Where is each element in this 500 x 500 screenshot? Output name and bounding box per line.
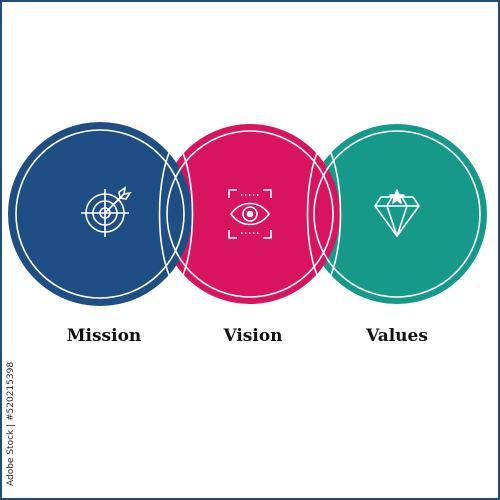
values-label: Values bbox=[365, 326, 428, 346]
vision-values-lens-outline bbox=[306, 138, 342, 290]
stock-id-text: Adobe Stock | #520215398 bbox=[6, 362, 16, 486]
mission-outline bbox=[15, 129, 185, 299]
target-icon bbox=[81, 186, 132, 237]
eye-icon bbox=[228, 189, 272, 239]
values-outline bbox=[313, 130, 481, 298]
values-circle bbox=[307, 124, 487, 304]
vision-label: Vision bbox=[222, 326, 282, 346]
diamond-icon bbox=[374, 189, 420, 237]
vision-outline bbox=[166, 130, 334, 298]
mission-vision-lens-outline bbox=[158, 138, 194, 290]
mission-label: Mission bbox=[67, 326, 142, 346]
circle-outlines bbox=[15, 129, 481, 299]
